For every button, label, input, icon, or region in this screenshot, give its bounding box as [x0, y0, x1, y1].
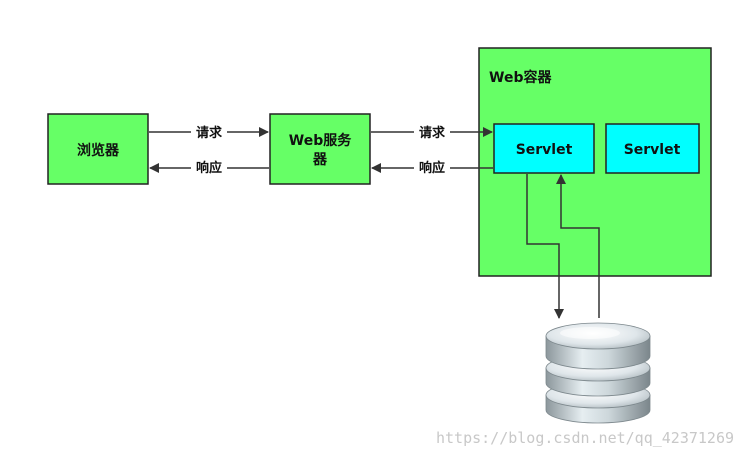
web-server-label-line1: Web服务: [289, 132, 352, 149]
browser-label: 浏览器: [77, 142, 120, 159]
watermark: https://blog.csdn.net/qq_42371269: [436, 429, 734, 447]
web-server-box: [269, 113, 371, 185]
servlet-label-2: Servlet: [624, 142, 681, 158]
db-to-servlet-arrow: [556, 174, 600, 318]
servlet-to-db-arrow: [526, 174, 564, 319]
response-label-bg-2: [414, 159, 450, 176]
response-label-2: 响应: [419, 160, 445, 176]
servlet-box-1: [493, 123, 595, 174]
request-label-2: 请求: [419, 125, 446, 141]
web-server-label-line2: 器: [312, 152, 328, 168]
servlet-box-2: [605, 123, 700, 174]
request-label-bg-1: [191, 124, 227, 141]
browser-box: [47, 113, 149, 185]
web-container-label: Web容器: [489, 69, 552, 86]
response-label-bg-1: [191, 159, 227, 176]
database-icon: [545, 322, 651, 424]
servlet-label-1: Servlet: [516, 142, 573, 158]
request-label-1: 请求: [196, 125, 223, 141]
response-label-1: 响应: [196, 160, 222, 176]
request-label-bg-2: [414, 124, 450, 141]
